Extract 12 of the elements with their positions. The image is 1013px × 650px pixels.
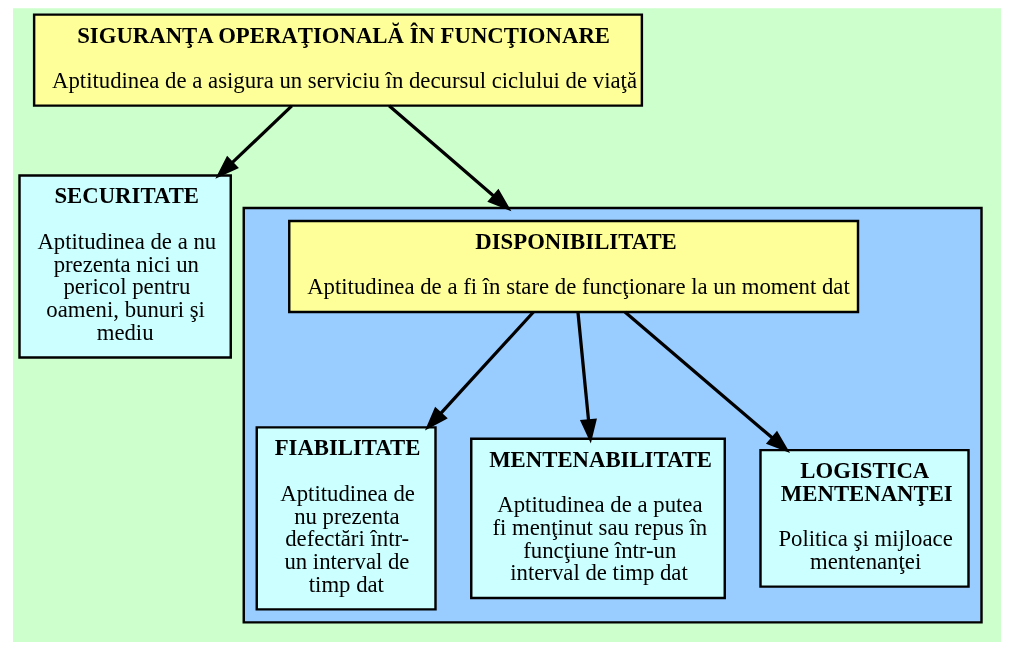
cluster xyxy=(242,206,983,624)
arrow xyxy=(623,310,790,454)
node-box: MENTENABILITATE Aptitudinea de a putea fi menţinut sau repus în funcţiune într-un interval de timp dat xyxy=(469,437,726,600)
node-box: SECURITATE Aptitudinea de a nu prezenta nici un pericol pentru oameni, bunuri şi mediu xyxy=(17,174,232,359)
arrow xyxy=(424,310,535,431)
node-box: FIABILITATE Aptitudinea de nu prezenta defectări într-un interval de timp dat xyxy=(255,426,437,611)
node-box: LOGISTICA MENTENANŢEI Politica şi mijloace mentenanţei xyxy=(758,448,970,588)
arrow xyxy=(387,104,511,212)
arrow xyxy=(575,311,597,444)
arrow xyxy=(214,104,293,179)
node-box: DISPONIBILITATE Aptitudinea de a fi în stare de funcţionare la un moment dat xyxy=(287,219,859,314)
node-box: SIGURANŢA OPERAŢIONALĂ ÎN FUNCŢIONARE Aptitudinea de a asigura un serviciu în decursul ciclului de viaţă xyxy=(32,13,643,107)
